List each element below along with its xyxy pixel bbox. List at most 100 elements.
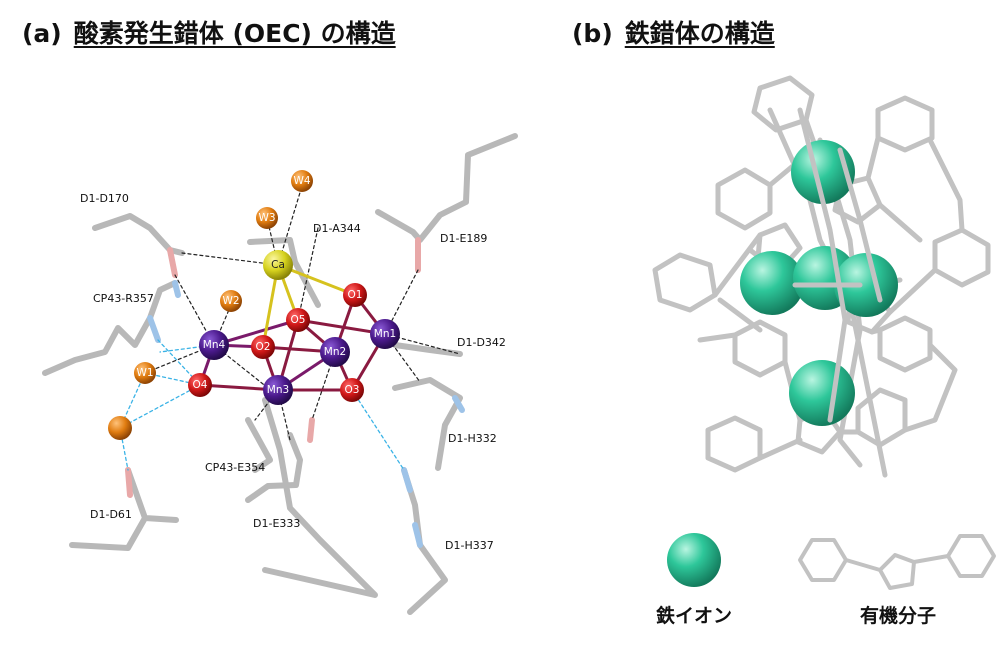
- oec-structure-diagram: W4 W3 W2 W1 Ca O1 O5 O2 O4 O3 Mn1 Mn2 Mn…: [42, 133, 518, 615]
- link-strand: [887, 267, 938, 315]
- panel-a-heading: 酸素発生錯体 (OEC) の構造: [73, 19, 396, 48]
- n-tip: [172, 280, 181, 298]
- residue-labels: D1-D170 D1-A344 D1-E189 CP43-R357 D1-D34…: [80, 192, 506, 552]
- label-o5: O5: [291, 314, 306, 326]
- atom-w1: [134, 362, 156, 384]
- stick-cp43-e354: [245, 432, 303, 503]
- atom-mn4: [199, 330, 229, 360]
- legend-link-right: [912, 554, 950, 564]
- atom-mn1: [370, 319, 400, 349]
- label-d1-e189: D1-E189: [440, 232, 487, 245]
- stick-d1-h332: [392, 377, 463, 471]
- legend-organic-molecule-icon: [798, 534, 996, 590]
- o-tip: [125, 467, 133, 498]
- link-strand: [717, 297, 763, 333]
- link-strand: [869, 327, 883, 335]
- panel-a-title: (a) 酸素発生錯体 (OEC) の構造: [22, 14, 396, 50]
- panel-a-marker: (a): [22, 19, 62, 48]
- label-o2: O2: [256, 341, 271, 353]
- iron-ion-top: [791, 140, 855, 204]
- legend-organic-molecule-label: 有機分子: [860, 604, 936, 627]
- stick-d1-e333-branch: [245, 417, 273, 473]
- link-strand: [877, 202, 923, 243]
- atom-mn3: [263, 375, 293, 405]
- label-cp43-e354: CP43-E354: [205, 461, 265, 474]
- h-bond: [351, 389, 405, 471]
- legend-iron-ion-icon: [667, 533, 721, 587]
- label-mn4: Mn4: [203, 339, 226, 351]
- label-w1: W1: [136, 367, 153, 379]
- n-tip: [401, 467, 413, 493]
- label-o4: O4: [193, 379, 208, 391]
- phenyl-ring: [877, 315, 933, 373]
- phenyl-ring: [652, 252, 718, 313]
- phenyl-ring: [875, 95, 935, 153]
- label-d1-d170: D1-D170: [80, 192, 129, 205]
- panel-b-marker: (b): [572, 19, 613, 48]
- legend: 鉄イオン 有機分子: [656, 533, 996, 627]
- stick-d1-e189: [375, 133, 518, 243]
- label-ca: Ca: [271, 259, 285, 271]
- phenyl-ring: [705, 415, 763, 473]
- stick-cp43-r357: [42, 280, 178, 376]
- atom-o5: [286, 308, 310, 332]
- label-d1-h332: D1-H332: [448, 432, 497, 445]
- link-strand: [712, 232, 763, 298]
- iron-ion-left: [740, 251, 804, 315]
- atom-o2: [251, 335, 275, 359]
- label-w4: W4: [293, 175, 310, 187]
- atom-w2: [220, 290, 242, 312]
- n-tip: [147, 315, 161, 343]
- framework-overlay: [792, 107, 883, 423]
- atom-o4: [188, 373, 212, 397]
- legend-five-ring: [878, 553, 916, 590]
- five-ring: [832, 175, 883, 225]
- n-tip: [452, 395, 465, 413]
- atom-water-unlabeled: [108, 416, 132, 440]
- label-mn3: Mn3: [267, 384, 289, 396]
- link-strand: [865, 135, 881, 181]
- h-bond: [119, 384, 201, 429]
- panel-b-heading: 鉄錯体の構造: [624, 19, 775, 48]
- link-strand: [902, 342, 958, 433]
- phenyl-ring: [855, 387, 908, 448]
- atom-w3: [256, 207, 278, 229]
- label-w3: W3: [258, 212, 275, 224]
- coord-bond: [181, 252, 279, 266]
- stick-d1-d61: [69, 467, 179, 551]
- legend-phenyl-left: [798, 538, 848, 582]
- legend-iron-ion-label: 鉄イオン: [656, 604, 732, 627]
- iron-complex-diagram: 鉄イオン 有機分子: [652, 75, 996, 627]
- phenyl-ring: [932, 227, 991, 288]
- atoms: [108, 170, 400, 440]
- link-strand: [817, 137, 863, 468]
- o-tip: [307, 417, 315, 443]
- label-d1-d61: D1-D61: [90, 508, 132, 521]
- atom-ca: [263, 250, 293, 280]
- atom-w4: [291, 170, 313, 192]
- link-strand: [927, 137, 965, 233]
- label-mn2: Mn2: [324, 346, 346, 358]
- atom-mn2: [320, 337, 350, 367]
- n-tip: [412, 522, 423, 548]
- o-tip: [167, 247, 178, 278]
- label-cp43-r357: CP43-R357: [93, 292, 154, 305]
- stick-d1-d342: [392, 342, 463, 357]
- link-strand: [757, 437, 803, 461]
- stick-d1-d170: [92, 213, 185, 256]
- label-d1-d342: D1-D342: [457, 336, 506, 349]
- stick-d1-e333: [262, 397, 378, 598]
- legend-phenyl-right: [946, 534, 996, 578]
- atom-o3: [340, 378, 364, 402]
- overlay-strand: [797, 107, 848, 423]
- heteroatom-tips: [125, 237, 465, 548]
- label-d1-h337: D1-H337: [445, 539, 494, 552]
- iron-ion-bottom: [789, 360, 855, 426]
- coord-bond: [384, 333, 421, 383]
- link-strand: [697, 332, 738, 343]
- label-d1-e333: D1-E333: [253, 517, 300, 530]
- phenyl-ring: [715, 167, 773, 231]
- atom-labels: W4 W3 W2 W1 Ca O1 O5 O2 O4 O3 Mn1 Mn2 Mn…: [136, 175, 396, 396]
